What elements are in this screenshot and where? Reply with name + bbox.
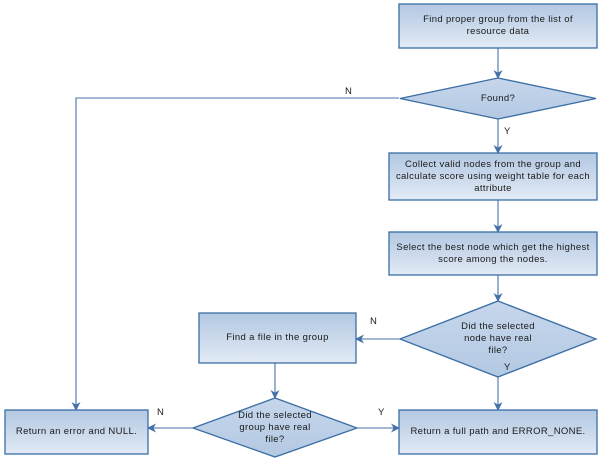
node-return-full-path xyxy=(398,409,598,455)
edge-label-found-no: N xyxy=(345,86,353,97)
node-collect-nodes xyxy=(388,152,598,201)
node-find-file-in-group xyxy=(198,312,357,364)
edge-label-group-file-yes: Y xyxy=(378,407,385,418)
node-found xyxy=(399,77,597,120)
edge-label-group-file-no: N xyxy=(157,407,165,418)
node-find-group xyxy=(398,3,598,49)
node-group-has-real-file xyxy=(191,397,359,458)
node-select-best-node xyxy=(388,231,598,276)
edge-label-found-yes: Y xyxy=(504,126,511,137)
edge-label-node-file-yes: Y xyxy=(504,362,511,373)
connector-found-no-to-return-error xyxy=(71,97,399,411)
node-return-error-null xyxy=(4,409,149,455)
edge-label-node-file-no: N xyxy=(370,316,378,327)
node-node-has-real-file xyxy=(398,300,598,378)
